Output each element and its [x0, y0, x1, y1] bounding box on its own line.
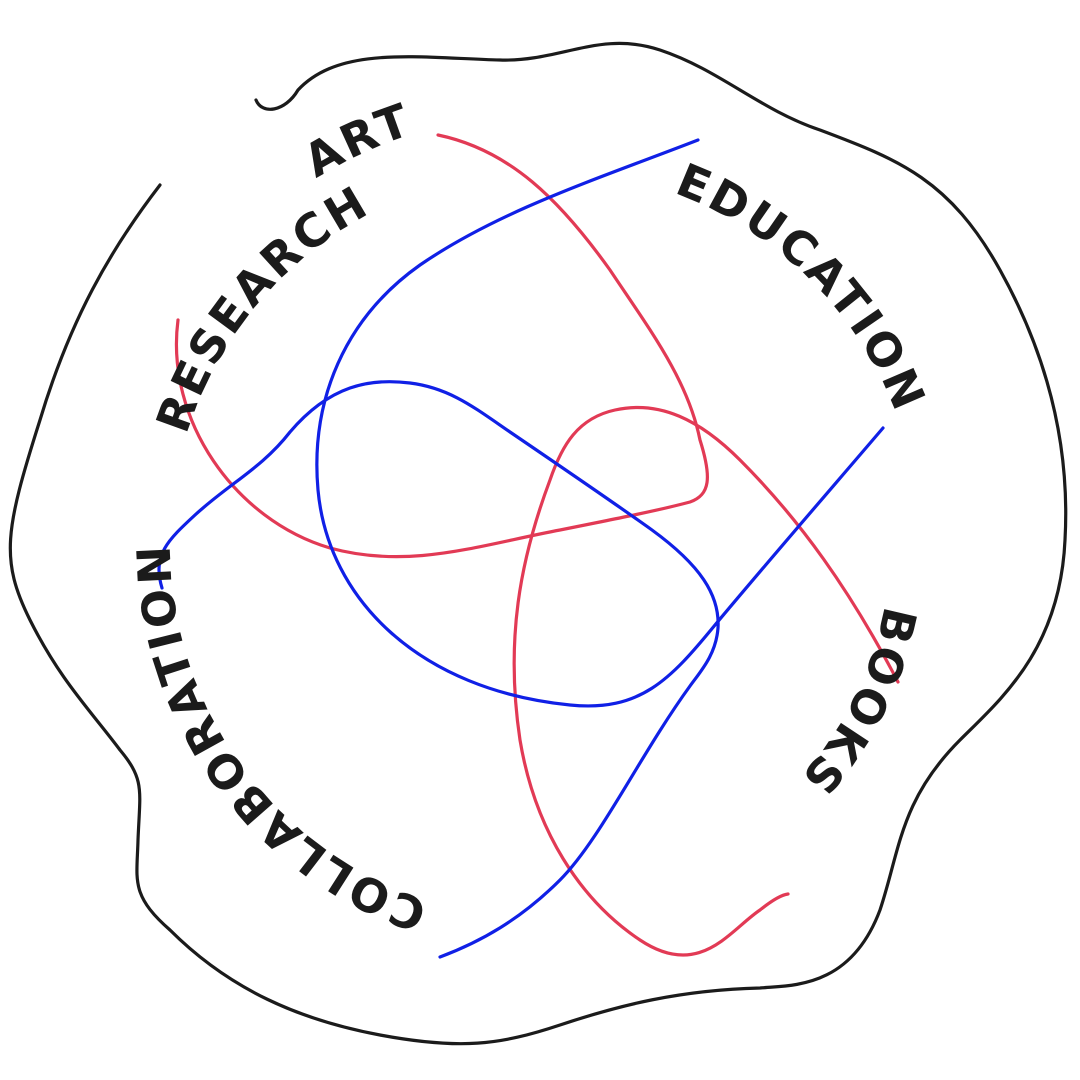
blue-line-collaboration: [157, 380, 720, 959]
word-education: EDUCATION: [669, 153, 937, 420]
red-line-research: [174, 133, 709, 559]
word-books: BOOKS: [790, 603, 927, 807]
word-research: RESEARCH: [145, 174, 378, 439]
word-collaboration-text: COLLABORATION: [126, 542, 429, 943]
word-collaboration: COLLABORATION: [126, 542, 432, 943]
outer-blob-outline: [8, 41, 1068, 1046]
word-education-text: EDUCATION: [669, 153, 934, 420]
word-art: ART: [295, 92, 419, 188]
word-art-text: ART: [295, 92, 416, 188]
word-research-text: RESEARCH: [145, 174, 375, 439]
word-books-text: BOOKS: [790, 603, 924, 807]
blue-line-education: [315, 138, 885, 708]
red-line-books: [512, 405, 900, 957]
